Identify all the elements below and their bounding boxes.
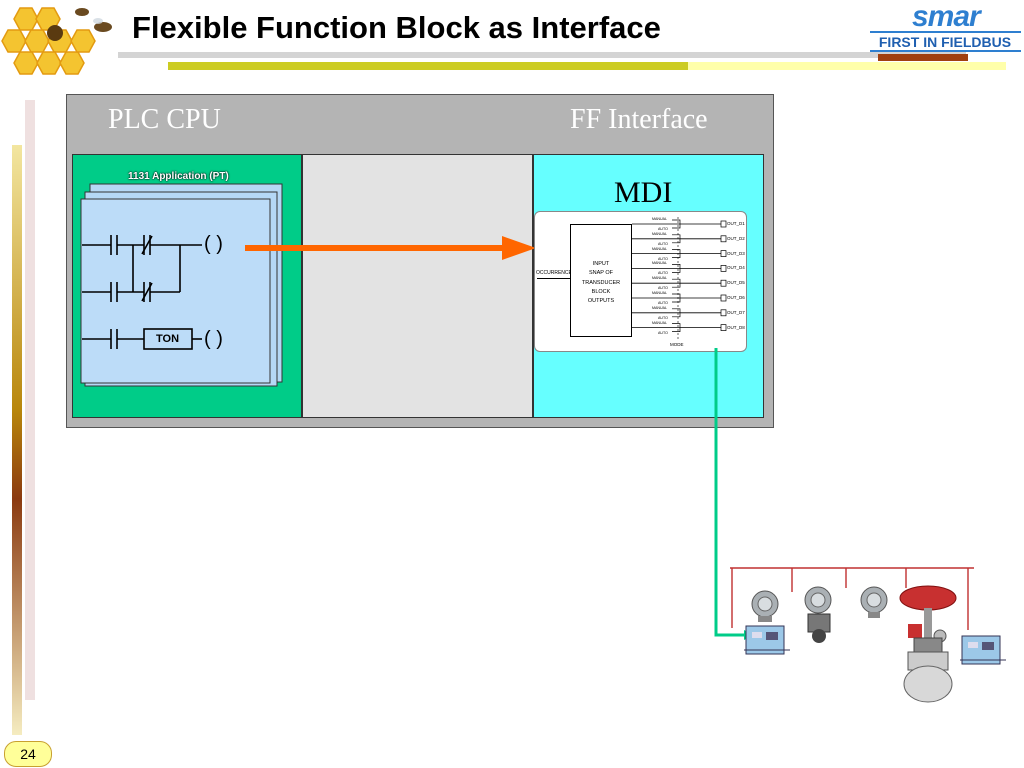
- block-center-line: INPUT: [592, 261, 610, 267]
- switch-manual-label: MANUAL: [652, 276, 667, 281]
- mode-switch-symbol: [672, 264, 681, 273]
- title-underline: [118, 52, 1006, 70]
- mdi-label: MDI: [614, 176, 673, 209]
- ladder-diagram: [82, 235, 202, 350]
- output-terminal: [720, 324, 727, 331]
- switch-auto-label: AUTO: [658, 301, 668, 305]
- output-terminal: [720, 220, 727, 228]
- transfer-panel: [302, 154, 533, 418]
- block-output-lines: [632, 217, 727, 341]
- coil-1: ( ): [204, 233, 223, 255]
- mode-switch-symbol: [672, 234, 681, 244]
- output-terminal: [720, 265, 727, 272]
- block-center-line: BLOCK: [591, 288, 611, 295]
- page-title: Flexible Function Block as Interface: [132, 10, 661, 45]
- switch-auto-label: AUTO: [658, 330, 668, 335]
- output-label: OUT_D3: [727, 250, 745, 256]
- mode-switch-symbol: [672, 278, 681, 288]
- plc-cpu-header: PLC CPU: [108, 104, 221, 135]
- block-center-text: INPUT SNAP OF TRANSDUCER BLOCK OUTPUTS: [570, 260, 632, 306]
- output-terminal: [720, 250, 727, 257]
- output-label: OUT_D6: [727, 295, 745, 300]
- block-center-line: TRANSDUCER: [581, 279, 621, 286]
- switch-manual-label: MANUAL: [652, 231, 667, 236]
- block-input-label: OCCURRENCE: [536, 270, 572, 276]
- output-terminal: [720, 309, 727, 317]
- block-center-line: SNAP OF: [588, 270, 614, 277]
- block-center-box: [570, 224, 632, 337]
- application-title: 1131 Application (PT): [128, 171, 229, 182]
- output-terminal: [720, 294, 727, 302]
- coil-2: ( ): [204, 328, 223, 350]
- output-label: OUT_D1: [727, 221, 745, 226]
- mode-switch-symbol: [672, 308, 681, 318]
- switch-auto-label: AUTO: [658, 256, 668, 261]
- switch-manual-label: MANUAL: [652, 246, 667, 251]
- ff-interface-header: FF Interface: [570, 104, 708, 135]
- logo-tagline: FIRST IN FIELDBUS: [878, 34, 1012, 50]
- data-transfer-arrow: [245, 236, 536, 260]
- output-terminal: [720, 279, 727, 287]
- switch-auto-label: AUTO: [658, 227, 668, 231]
- output-label: OUT_D5: [727, 280, 745, 286]
- honeycomb-bees-icon: [1, 7, 112, 75]
- control-valve-icon: [899, 585, 957, 703]
- output-label: OUT_D8: [727, 324, 745, 330]
- mode-switch-symbol: [672, 219, 681, 229]
- switch-manual-label: MANUAL: [652, 320, 667, 325]
- output-terminal: [720, 235, 727, 243]
- output-label: OUT_D7: [727, 309, 745, 315]
- page-number-badge: 24: [4, 741, 52, 767]
- mode-label: MODE: [670, 342, 684, 347]
- mdi-function-block: [534, 211, 747, 352]
- interface-card-icon-2: [960, 635, 1006, 665]
- left-decor-stripe: [12, 100, 35, 735]
- switch-manual-label: MANUAL: [652, 305, 667, 310]
- output-label: OUT_D4: [727, 265, 745, 271]
- pressure-transmitter-icon: [804, 586, 832, 643]
- switch-manual-label: MANUAL: [652, 261, 667, 266]
- transmitter-icon-3: [860, 586, 888, 618]
- mode-switch-symbol: [672, 293, 681, 303]
- fieldbus-devices: [730, 567, 1006, 703]
- smar-logo: smar: [912, 0, 981, 33]
- switch-manual-label: MANUAL: [652, 291, 667, 295]
- switch-auto-label: AUTO: [658, 241, 668, 246]
- switch-manual-label: MANUAL: [652, 217, 667, 221]
- mode-switch-symbol: [672, 323, 681, 332]
- block-center-line: OUTPUTS: [587, 298, 615, 305]
- smar-logo-box: [870, 31, 1021, 52]
- interface-card-icon: [744, 625, 790, 655]
- block-input-line: [537, 278, 570, 279]
- mode-switch-symbol: [672, 249, 681, 258]
- switch-auto-label: AUTO: [658, 271, 668, 276]
- transmitter-icon: [751, 590, 779, 622]
- switch-auto-label: AUTO: [658, 315, 668, 320]
- output-label: OUT_D2: [727, 235, 745, 241]
- switch-auto-label: AUTO: [658, 286, 668, 291]
- ton-timer-label: TON: [156, 333, 180, 345]
